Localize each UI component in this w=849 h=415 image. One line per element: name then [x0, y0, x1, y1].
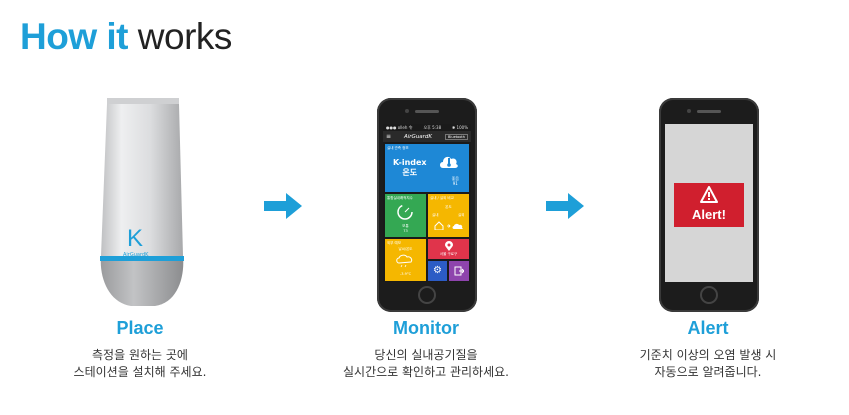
step-place-desc-line1: 측정을 원하는 곳에: [92, 348, 188, 362]
gauge-icon: [397, 204, 413, 220]
step-place-title: Place: [116, 318, 164, 338]
tile-kindex-title: K-index 온도: [393, 158, 427, 178]
tile-kindex-value: 좋음 91: [452, 176, 459, 186]
step-place-desc-line2: 스테이션을 설치해 주세요.: [73, 365, 207, 379]
location-label: 서울 구로구: [439, 252, 458, 256]
cloud-thermometer-icon: [440, 156, 458, 168]
phone-speaker: [415, 110, 439, 113]
compare-right: 실외: [458, 213, 465, 217]
airguard-station-image: K AirGuardK: [95, 98, 191, 308]
step-alert-desc-line1: 기준치 이상의 오염 발생 시: [639, 348, 777, 362]
exit-tile[interactable]: [449, 261, 469, 281]
bluetooth-button[interactable]: Bluetooth: [445, 133, 468, 140]
cloud-rain-icon: [396, 254, 413, 268]
kindex-value-number: 91: [452, 181, 458, 186]
tile-compare-label: 실내 / 실외 비교: [430, 196, 454, 200]
arrow-right-icon: [264, 193, 302, 219]
tile-comfort-label: 통합실내쾌적지수: [387, 196, 413, 200]
weather-center: 날씨/온도: [398, 247, 413, 251]
tile-indoor-outdoor[interactable]: 실내 / 실외 비교 온도 실내 실외: [428, 194, 469, 237]
device-logo-letter: K: [127, 225, 144, 252]
status-battery: ✱ 100%: [451, 125, 468, 130]
alert-screen: Alert!: [665, 124, 753, 282]
step-alert-title: Alert: [687, 318, 729, 338]
status-bar: ●●● olleh 令 오후 5:38 ✱ 100%: [383, 124, 471, 131]
compare-center: 온도: [445, 205, 452, 209]
phone-camera: [405, 109, 409, 113]
monitor-app-screen: ●●● olleh 令 오후 5:38 ✱ 100% ≡ AirGuardK B…: [383, 124, 471, 282]
weather-temp: -3.9°C: [399, 272, 412, 276]
settings-tile[interactable]: ⚙: [428, 261, 447, 281]
title-accent: How it: [20, 16, 128, 57]
gear-icon: ⚙: [433, 265, 442, 276]
phone-speaker: [697, 110, 721, 113]
step-monitor-title: Monitor: [393, 318, 459, 338]
tile-weather-label: 외부 예보: [387, 241, 401, 245]
step-alert-desc: 기준치 이상의 오염 발생 시 자동으로 알려줍니다.: [608, 347, 808, 381]
compare-left: 실내: [432, 213, 439, 217]
tile-comfort-value: 보통 73: [385, 224, 426, 233]
status-carrier: ●●● olleh 令: [386, 124, 413, 130]
menu-icon[interactable]: ≡: [386, 133, 392, 140]
tile-comfort-index[interactable]: 통합실내쾌적지수 보통 73: [385, 194, 426, 237]
location-pin-icon: [445, 241, 453, 251]
tile-kindex[interactable]: 실내 관측 정보 K-index 온도 좋음 91: [385, 144, 469, 192]
alert-phone: Alert!: [659, 98, 759, 312]
tile-kindex-label: 실내 관측 정보: [387, 146, 409, 150]
home-button: [418, 286, 436, 304]
alert-text: Alert!: [692, 207, 726, 222]
kindex-line1: K-index: [393, 158, 427, 167]
warning-icon: [700, 186, 718, 203]
app-bar: ≡ AirGuardK Bluetooth: [383, 131, 471, 142]
tile-location[interactable]: 서울 구로구: [428, 239, 469, 259]
app-brand: AirGuardK: [404, 133, 433, 140]
kindex-line2: 온도: [402, 168, 418, 177]
exit-icon: [454, 266, 464, 276]
home-button: [700, 286, 718, 304]
step-alert-desc-line2: 자동으로 알려줍니다.: [654, 365, 762, 379]
step-monitor-desc-line2: 실시간으로 확인하고 관리하세요.: [342, 365, 509, 379]
comfort-value-label: 보통: [402, 224, 409, 228]
step-monitor-desc: 당신의 실내공기질을 실시간으로 확인하고 관리하세요.: [326, 347, 526, 381]
house-cloud-icon: [434, 221, 463, 230]
step-place-desc: 측정을 원하는 곳에 스테이션을 설치해 주세요.: [40, 347, 240, 381]
tile-weather-forecast[interactable]: 외부 예보 날씨/온도 -3.9°C: [385, 239, 426, 281]
page-title: How it works: [20, 16, 232, 58]
alert-popup: Alert!: [674, 183, 744, 227]
step-monitor-desc-line1: 당신의 실내공기질을: [374, 348, 478, 362]
comfort-value-number: 73: [403, 228, 408, 233]
arrow-right-icon: [546, 193, 584, 219]
phone-camera: [687, 109, 691, 113]
status-time: 오후 5:38: [423, 124, 442, 130]
monitor-phone: ●●● olleh 令 오후 5:38 ✱ 100% ≡ AirGuardK B…: [377, 98, 477, 312]
device-logo-brand: AirGuardK: [123, 252, 149, 258]
title-rest: works: [137, 16, 233, 57]
kindex-value-label: 좋음: [451, 176, 459, 181]
